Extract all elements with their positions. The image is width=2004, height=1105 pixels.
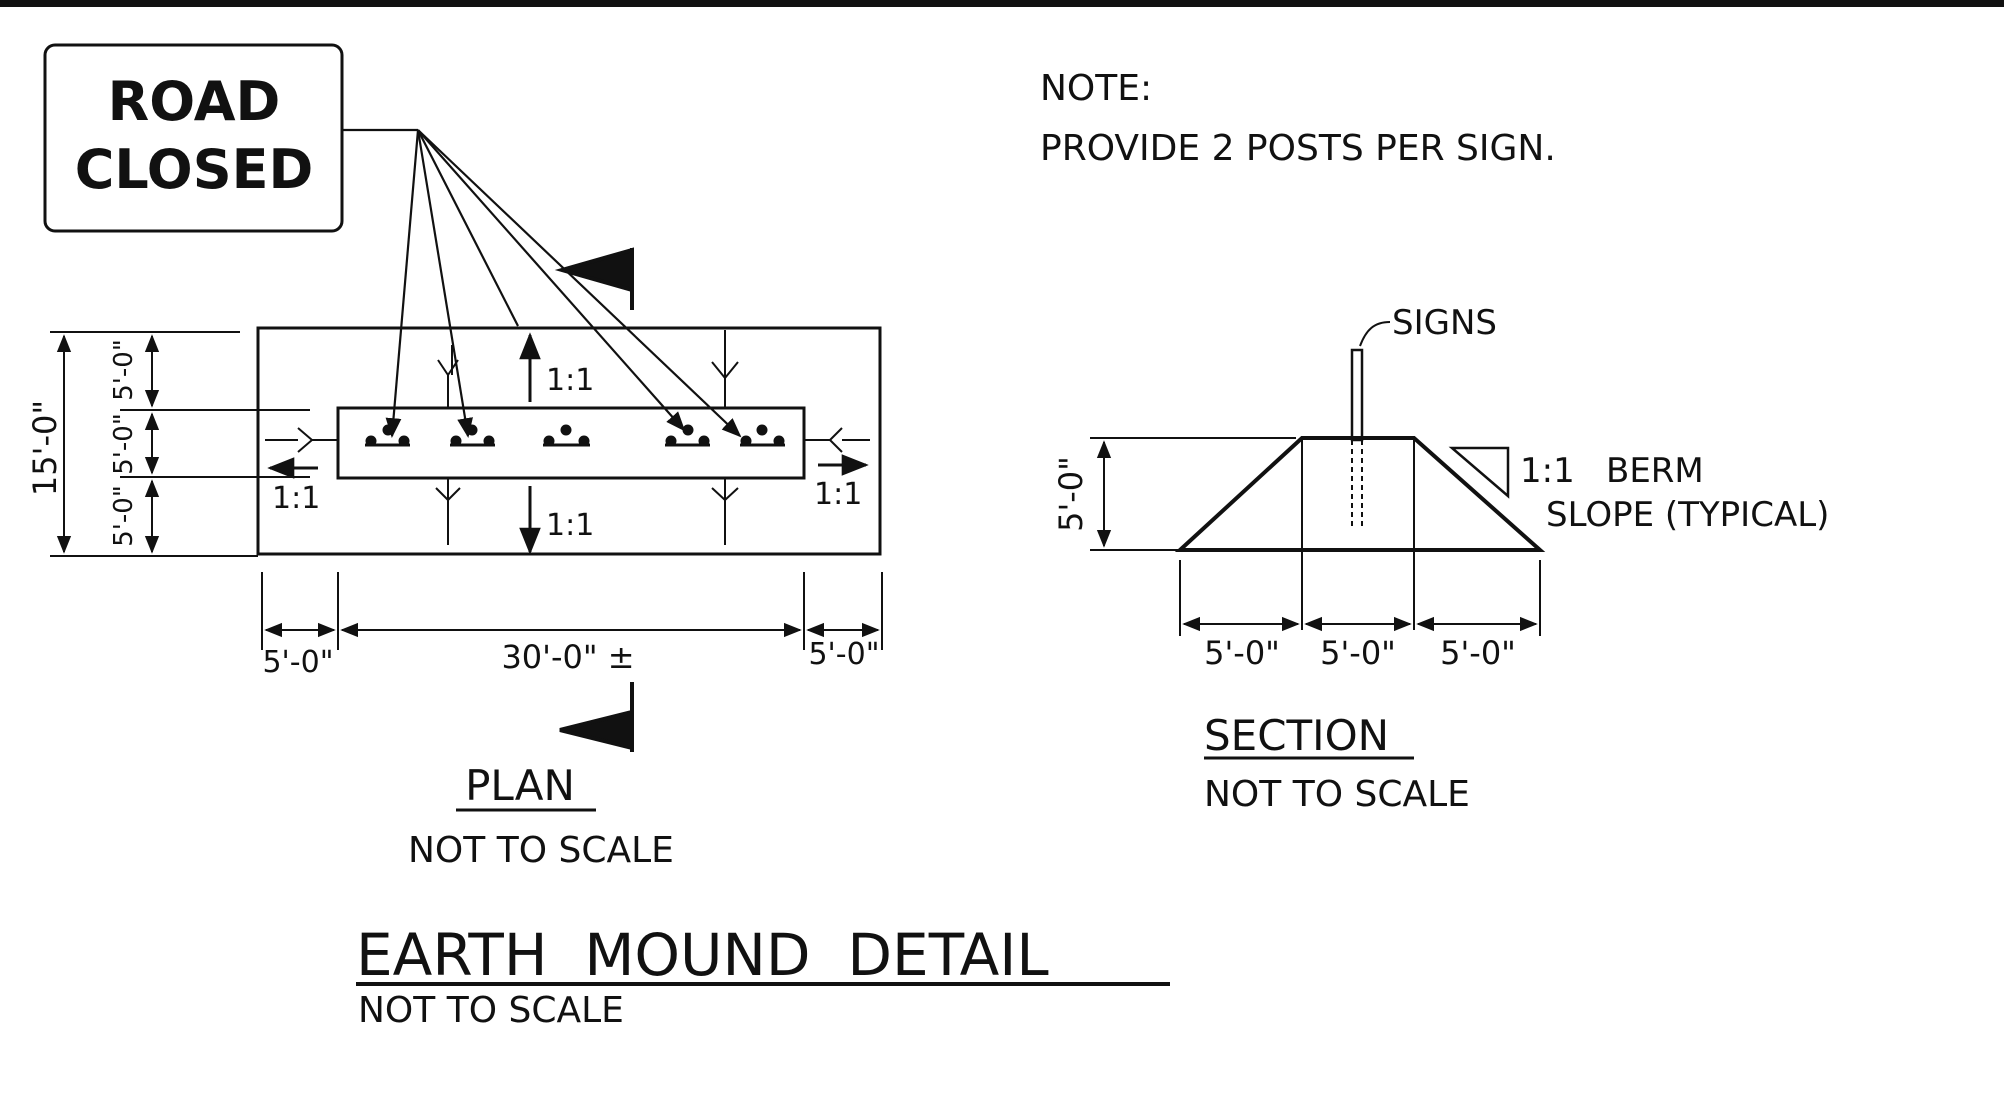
section-cut-marker-bottom	[559, 682, 634, 752]
section-sign-post	[1350, 348, 1364, 442]
plan-title: PLAN	[465, 761, 575, 810]
plan-sign-posts	[365, 424, 785, 447]
plan-mound-top	[336, 406, 806, 480]
section-scale: NOT TO SCALE	[1204, 774, 1470, 815]
note-text: PROVIDE 2 POSTS PER SIGN.	[1040, 128, 1556, 169]
section-cut-marker-top	[554, 247, 634, 310]
note-heading: NOTE:	[1040, 68, 1152, 109]
signs-leader	[1359, 321, 1391, 347]
plan-dim-length: 30'-0" ±	[501, 638, 634, 676]
plan-vertical-dimensions	[50, 331, 310, 557]
section-signs-label: SIGNS	[1392, 303, 1497, 343]
section-dim-height: 5'-0"	[1052, 456, 1090, 532]
plan-horizontal-dimensions	[261, 572, 883, 650]
plan-slope-symbols	[265, 330, 870, 545]
detail-title-block: EARTH MOUND DETAIL NOT TO SCALE	[356, 921, 1170, 1031]
detail-scale: NOT TO SCALE	[358, 990, 624, 1031]
section-slope-ratio: 1:1	[1520, 451, 1575, 491]
plan-view: 1:1 1:1 1:1 1:1 15'-0" 5'-0" 5'-0" 5'-0"	[26, 247, 883, 871]
section-dim-left: 5'-0"	[1204, 634, 1280, 672]
section-title: SECTION	[1204, 711, 1389, 760]
sign-text-line2: CLOSED	[75, 138, 314, 201]
slope-triangle	[1448, 446, 1510, 499]
plan-dim-right: 5'-0"	[808, 637, 879, 672]
top-border	[0, 0, 2004, 7]
plan-slope-top-label: 1:1	[546, 363, 594, 398]
plan-slope-right-label: 1:1	[814, 477, 862, 512]
plan-slope-bottom-label: 1:1	[546, 508, 594, 543]
section-view: SIGNS 5'-0" 1:1 BERM SLOPE (TYPICAL) 5'-…	[1052, 303, 1829, 815]
section-slope-line2: SLOPE (TYPICAL)	[1546, 495, 1829, 535]
plan-dim-left: 5'-0"	[262, 645, 333, 680]
sign-text-line1: ROAD	[108, 70, 281, 133]
plan-dim-bottom: 5'-0"	[109, 485, 139, 547]
plan-dim-mid: 5'-0"	[109, 413, 139, 475]
section-slope-word: BERM	[1606, 451, 1704, 491]
section-horizontal-dimensions	[1179, 560, 1541, 636]
plan-dim-total: 15'-0"	[26, 400, 64, 496]
section-dim-mid: 5'-0"	[1320, 634, 1396, 672]
road-closed-sign: ROAD CLOSED	[43, 43, 344, 233]
section-dim-right: 5'-0"	[1440, 634, 1516, 672]
sign-leader-lines	[342, 128, 742, 438]
detail-title: EARTH MOUND DETAIL	[356, 921, 1049, 989]
plan-slope-left-label: 1:1	[272, 481, 320, 516]
plan-scale: NOT TO SCALE	[408, 830, 674, 871]
plan-mound-outline	[256, 326, 882, 556]
section-mound-outline	[1174, 436, 1546, 552]
plan-dim-top: 5'-0"	[109, 339, 139, 401]
